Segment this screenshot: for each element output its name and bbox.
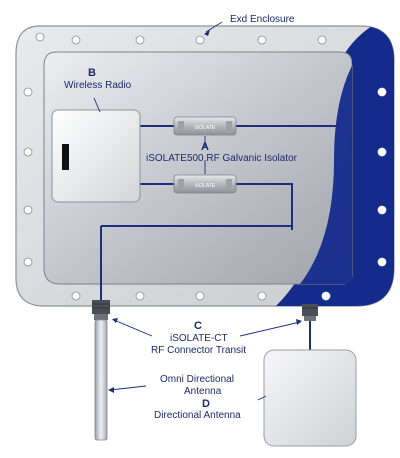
label-isolator: iSOLATE500 RF Galvanic Isolator [146,153,297,164]
connector-transit-right [302,304,318,321]
label-exd-enclosure: Exd Enclosure [230,14,295,25]
isolator-upper: iSOLATE [173,116,237,136]
label-omni-line1: Omni Directional [160,374,234,385]
label-wireless-radio: Wireless Radio [64,80,132,91]
status-bar-icon [62,144,69,170]
rf-cables [100,125,340,352]
leader-lines [93,21,301,401]
isolator-tag: iSOLATE [195,183,216,189]
directional-antenna [263,349,357,447]
label-omni-line2: Antenna [184,386,222,397]
bolt-holes [23,32,387,301]
label-letter-d: D [202,398,210,410]
label-letter-c: C [194,320,202,332]
wireless-radio [51,109,141,203]
isolator-lower: iSOLATE [173,174,237,194]
label-letter-b: B [88,67,96,79]
omni-antenna [94,319,108,441]
leader-arrowheads [108,30,302,393]
label-directional-antenna: Directional Antenna [154,410,241,421]
isolator-tag: iSOLATE [195,125,216,131]
connector-transit-left [92,300,110,320]
label-connector-transit: RF Connector Transit [151,345,247,356]
label-isolate-ct: iSOLATE-CT [170,333,228,344]
label-letter-a: A [201,141,209,153]
